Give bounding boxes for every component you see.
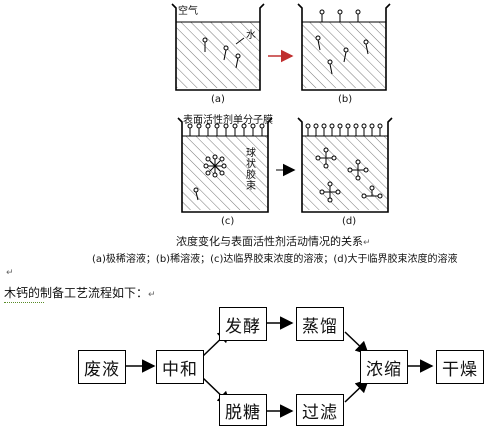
flow-step-desugar: 脱糖 [219, 394, 267, 426]
spellcheck-underline [4, 302, 44, 303]
panel-label-d: (d) [342, 216, 357, 227]
paragraph-mark-empty: ↵ [6, 268, 14, 278]
flow-step-neutralize: 中和 [156, 350, 204, 384]
panel-label-b: (b) [338, 94, 353, 105]
beaker-a [171, 3, 265, 91]
intro-text: 木钙的制备工艺流程如下：↵ [4, 286, 156, 300]
label-micelle: 球状胶束 [246, 148, 256, 192]
flow-step-ferment: 发酵 [219, 307, 267, 341]
label-water: 水 [246, 30, 256, 41]
panel-label-a: (a) [211, 94, 225, 105]
paragraph-mark: ↵ [363, 238, 371, 248]
flow-step-dry: 干燥 [436, 350, 484, 384]
flow-step-filter: 过滤 [296, 394, 344, 426]
label-air: 空气 [178, 6, 198, 17]
figure-caption-subtitle: (a)极稀溶液；(b)稀溶液；(c)达临界胶束浓度的溶液；(d)大于临界胶束浓度… [92, 254, 458, 265]
label-monolayer: 表面活性剂单分子膜 [183, 115, 273, 126]
flow-step-distill: 蒸馏 [296, 307, 344, 341]
paragraph-mark-intro: ↵ [148, 290, 156, 300]
beaker-c [177, 117, 273, 213]
beaker-b [297, 3, 391, 91]
panel-label-c: (c) [221, 216, 235, 227]
flow-step-concentrate: 浓缩 [360, 350, 408, 384]
beaker-d [297, 117, 393, 213]
figure-caption-title: 浓度变化与表面活性剂活动情况的关系↵ [176, 235, 371, 248]
surfactant-figure [171, 3, 393, 213]
flow-step-waste: 废液 [78, 350, 126, 384]
